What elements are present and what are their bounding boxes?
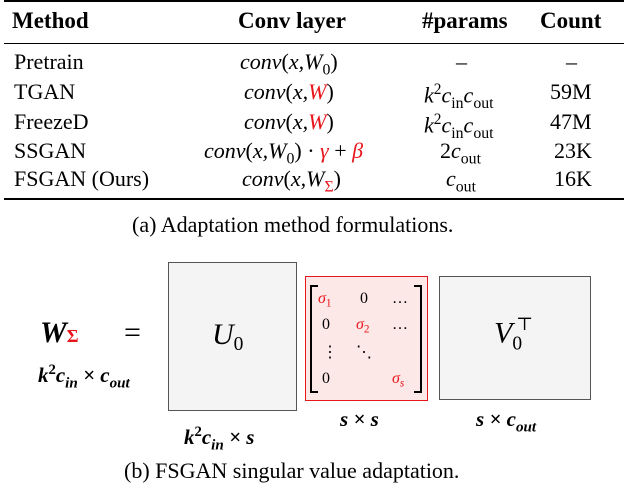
- equals-sign: =: [124, 316, 141, 349]
- u0-dimensions: k2cin × s: [184, 424, 255, 454]
- formula-pretrain: conv(x,W0): [240, 49, 338, 79]
- w-sigma-label: WΣ: [40, 316, 79, 349]
- row-method-fsgan: FSGAN (Ours): [14, 166, 150, 191]
- sigma-1: σ1: [318, 290, 332, 310]
- row-method-ssgan: SSGAN: [14, 138, 87, 163]
- params-freezed: k2cincout: [424, 111, 494, 142]
- entry-dots-1: …: [392, 290, 408, 307]
- count-tgan: 59M: [550, 79, 592, 104]
- table-top-rule: [4, 0, 624, 2]
- v0t-label: V0⊤: [494, 314, 534, 355]
- v0t-matrix: [439, 276, 591, 400]
- table-mid-rule: [4, 43, 624, 44]
- count-fsgan: 16K: [554, 166, 592, 191]
- row-method-freezed: FreezeD: [14, 109, 89, 134]
- entry-dots-2: …: [392, 316, 408, 333]
- header-params: #params: [422, 8, 508, 33]
- row-method-tgan: TGAN: [14, 79, 76, 104]
- formula-freezed: conv(x,W): [244, 109, 334, 134]
- sigma-right-bracket: [414, 285, 422, 393]
- row-method-pretrain: Pretrain: [14, 49, 84, 74]
- header-method: Method: [12, 8, 89, 33]
- formula-fsgan: conv(x,WΣ): [242, 166, 341, 196]
- entry-s-0: 0: [322, 370, 330, 387]
- entry-ddots: ⋱: [356, 344, 372, 361]
- formula-ssgan: conv(x,W0) · γ + β: [204, 138, 364, 168]
- sigma-left-bracket: [310, 285, 318, 393]
- u0-matrix: [168, 262, 297, 411]
- count-freezed: 47M: [550, 109, 592, 134]
- lhs-dimensions: k2cin × cout: [38, 362, 130, 392]
- v0t-dimensions: s × cout: [476, 407, 537, 436]
- count-pretrain: –: [566, 49, 577, 74]
- caption-a: (a) Adaptation method formulations.: [132, 212, 454, 237]
- params-pretrain: –: [456, 49, 467, 74]
- entry-0-1: 0: [360, 290, 368, 307]
- sigma-dimensions: s × s: [340, 407, 379, 431]
- table-bottom-rule: [4, 198, 624, 200]
- header-conv-layer: Conv layer: [238, 8, 346, 33]
- count-ssgan: 23K: [554, 138, 592, 163]
- entry-1-0: 0: [322, 316, 330, 333]
- sigma-s: σs: [392, 370, 405, 390]
- u0-label: U0: [212, 318, 244, 355]
- entry-vdots: ⋮: [322, 344, 338, 361]
- params-tgan: k2cincout: [424, 81, 494, 112]
- sigma-2: σ2: [356, 316, 370, 336]
- formula-tgan: conv(x,W): [244, 79, 334, 104]
- header-count: Count: [540, 8, 602, 33]
- sigma-matrix: [305, 276, 428, 401]
- params-fsgan: cout: [446, 166, 476, 196]
- caption-b: (b) FSGAN singular value adaptation.: [124, 458, 460, 483]
- params-ssgan: 2cout: [440, 138, 481, 168]
